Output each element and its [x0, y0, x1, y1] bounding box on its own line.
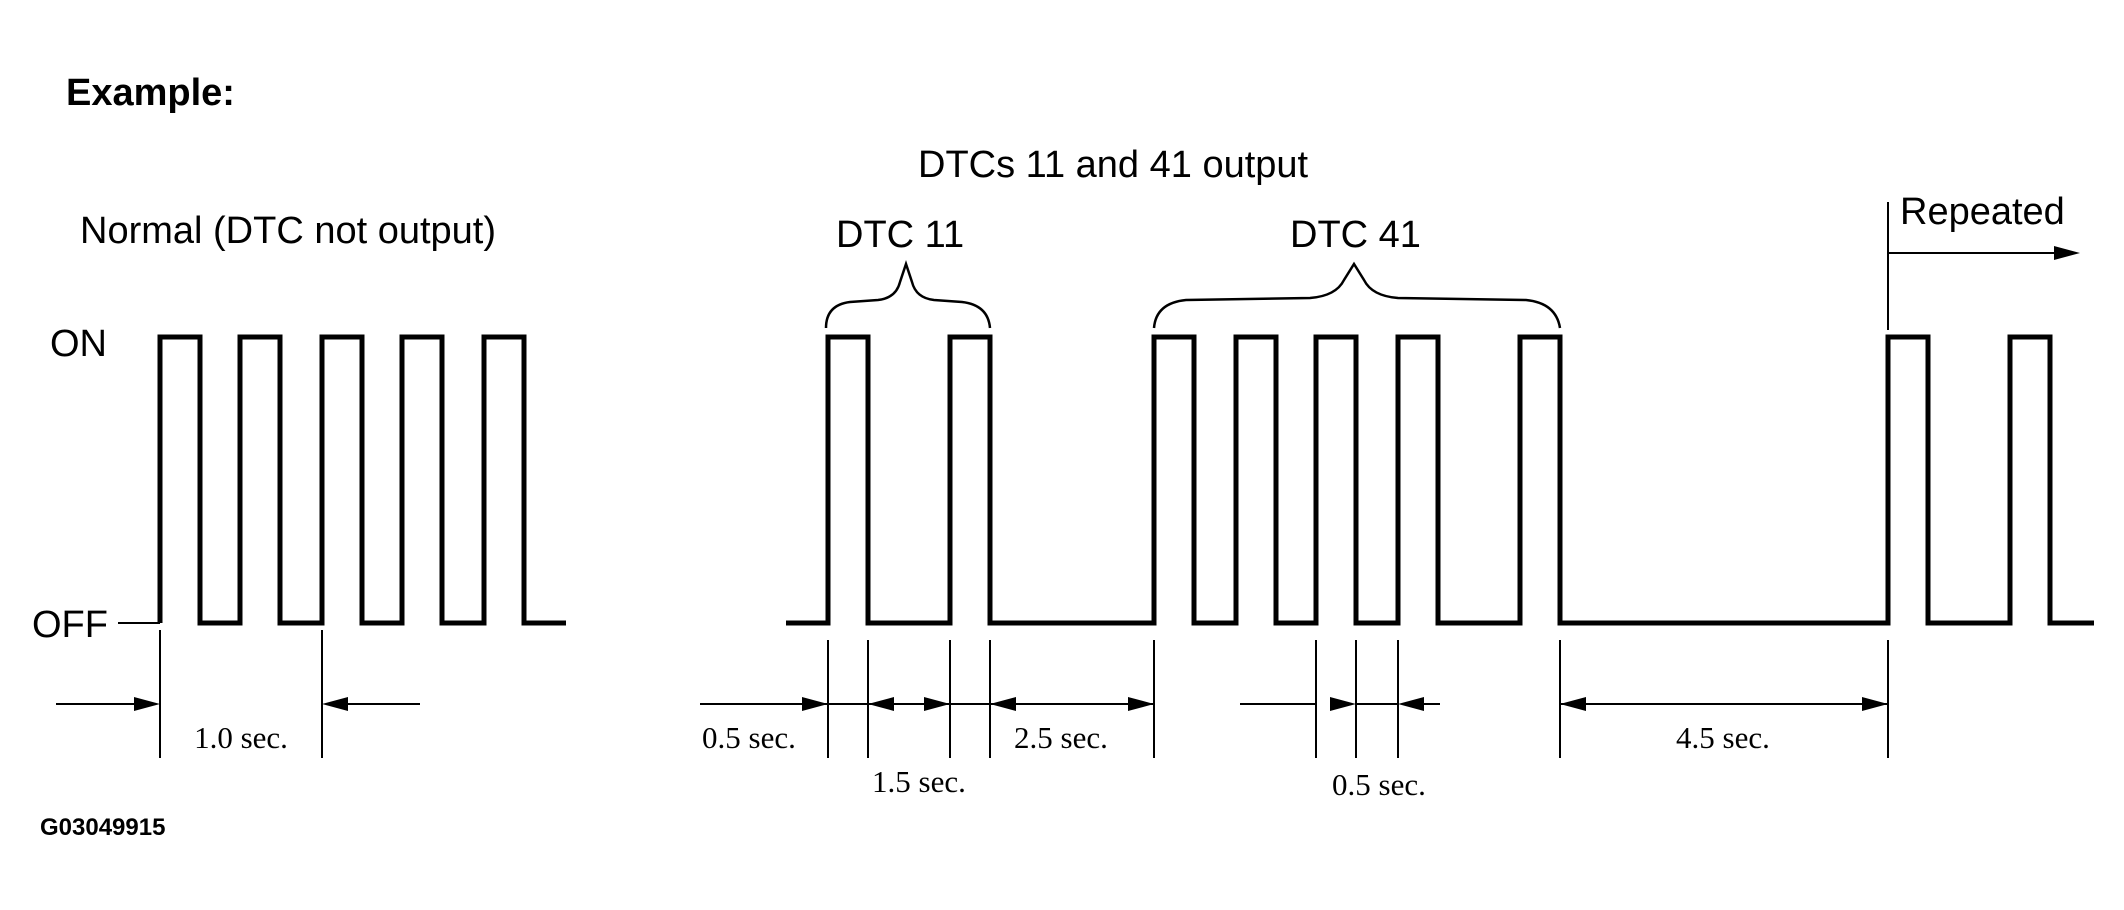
dtc11-label: DTC 11: [836, 214, 964, 256]
dim-arrow-1: [802, 697, 828, 711]
on-label: ON: [50, 323, 107, 365]
normal-dim-arrow-left: [134, 697, 160, 711]
repeated-arrow-head: [2054, 246, 2080, 260]
dim-arrow-7: [1398, 697, 1424, 711]
dim-arrow-8: [1560, 697, 1586, 711]
pulse-a-label: 0.5 sec.: [702, 720, 796, 755]
pulse-b-label: 0.5 sec.: [1332, 767, 1426, 802]
dim-arrow-6: [1330, 697, 1356, 711]
example-title: Example:: [66, 72, 235, 114]
dim-arrow-2: [868, 697, 894, 711]
off-label: OFF: [32, 604, 108, 646]
gap-codes-label: 2.5 sec.: [1014, 720, 1108, 755]
dim-arrow-5: [1128, 697, 1154, 711]
normal-period-label: 1.0 sec.: [194, 720, 288, 755]
dim-arrow-4: [990, 697, 1016, 711]
repeated-label: Repeated: [1900, 191, 2065, 233]
normal-label: Normal (DTC not output): [80, 210, 496, 252]
normal-waveform: [157, 334, 566, 626]
dtc41-label: DTC 41: [1290, 214, 1421, 256]
gap-digits-label: 1.5 sec.: [872, 764, 966, 799]
figure-code: G03049915: [40, 814, 165, 841]
dtc11-brace: [824, 260, 992, 329]
dtc41-brace: [1152, 261, 1562, 329]
output-label: DTCs 11 and 41 output: [918, 144, 1309, 186]
dim-arrow-9: [1862, 697, 1888, 711]
dim-arrow-3: [924, 697, 950, 711]
dtc-waveform: [786, 334, 2094, 626]
gap-repeat-label: 4.5 sec.: [1676, 720, 1770, 755]
normal-dim-arrow-right: [322, 697, 348, 711]
